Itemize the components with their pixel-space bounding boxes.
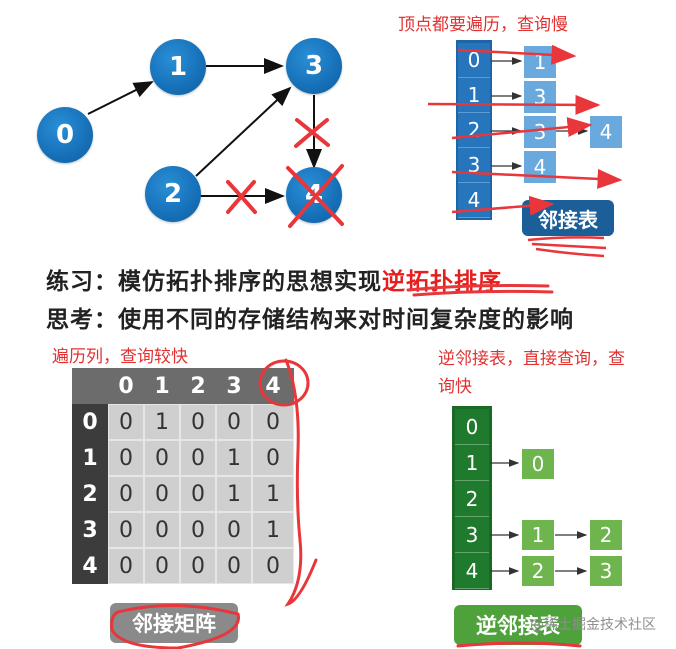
inv-node-4-3: 3 xyxy=(590,556,622,586)
inv-node-4-2: 2 xyxy=(522,556,554,586)
graph-node-2: 2 xyxy=(145,166,201,222)
matrix-cell: 0 xyxy=(144,476,180,512)
matrix-cell: 0 xyxy=(144,548,180,584)
matrix-cell: 1 xyxy=(216,476,252,512)
note-inverse-line1: 逆邻接表，直接查询，查 xyxy=(438,349,625,369)
matrix-cell: 0 xyxy=(180,404,216,440)
inv-node-3-1: 1 xyxy=(522,520,554,550)
matrix-row-head-0: 0 xyxy=(72,404,108,440)
matrix-cell: 0 xyxy=(108,476,144,512)
exercise-prefix: 练习：模仿拓扑排序的思想实现 xyxy=(46,269,382,295)
inv-index-1: 1 xyxy=(455,445,489,481)
inv-index-4: 4 xyxy=(455,553,489,589)
matrix-cell: 0 xyxy=(108,548,144,584)
adj-node-2-4: 4 xyxy=(590,116,622,148)
matrix-cell: 0 xyxy=(108,440,144,476)
matrix-cell: 0 xyxy=(216,548,252,584)
matrix-cell: 0 xyxy=(180,512,216,548)
matrix-cell: 0 xyxy=(108,512,144,548)
edge-2-3 xyxy=(195,86,292,177)
note-traverse-column: 遍历列，查询较快 xyxy=(52,347,188,367)
matrix-cell: 0 xyxy=(180,476,216,512)
matrix-cell: 0 xyxy=(108,404,144,440)
matrix-cell: 0 xyxy=(180,548,216,584)
matrix-row-head-2: 2 xyxy=(72,476,108,512)
inv-index-3: 3 xyxy=(455,517,489,553)
matrix-cell: 0 xyxy=(216,512,252,548)
inv-index-2: 2 xyxy=(455,481,489,517)
matrix-row-head-4: 4 xyxy=(72,548,108,584)
matrix-col-head-1: 1 xyxy=(144,368,180,404)
matrix-corner xyxy=(72,368,108,404)
matrix-row-head-3: 3 xyxy=(72,512,108,548)
matrix-cell: 1 xyxy=(216,440,252,476)
graph-node-3: 3 xyxy=(286,38,342,94)
matrix-col-head-2: 2 xyxy=(180,368,216,404)
edge-0-1 xyxy=(87,81,154,115)
watermark: @稀土掘金技术社区 xyxy=(530,617,656,633)
adj-index-1: 1 xyxy=(458,78,490,113)
matrix-cell: 0 xyxy=(144,440,180,476)
note-inverse-line2: 询快 xyxy=(438,377,472,397)
inv-list-label: 逆邻接表 xyxy=(454,605,582,645)
note-traverse-all: 顶点都要遍历，查询慢 xyxy=(398,15,568,35)
inv-index-0: 0 xyxy=(455,409,489,445)
matrix-cell: 0 xyxy=(180,440,216,476)
matrix-col-head-0: 0 xyxy=(108,368,144,404)
matrix-col-head-3: 3 xyxy=(216,368,252,404)
matrix-cell: 0 xyxy=(144,512,180,548)
matrix-row-head-1: 1 xyxy=(72,440,108,476)
matrix-cell: 1 xyxy=(144,404,180,440)
inv-node-1-0: 0 xyxy=(522,449,554,479)
inv-node-3-2: 2 xyxy=(590,520,622,550)
thinking-text: 思考：使用不同的存储结构来对时间复杂度的影响 xyxy=(46,307,574,333)
matrix-cell: 0 xyxy=(216,404,252,440)
graph-node-1: 1 xyxy=(150,39,206,95)
graph-node-0: 0 xyxy=(37,107,93,163)
